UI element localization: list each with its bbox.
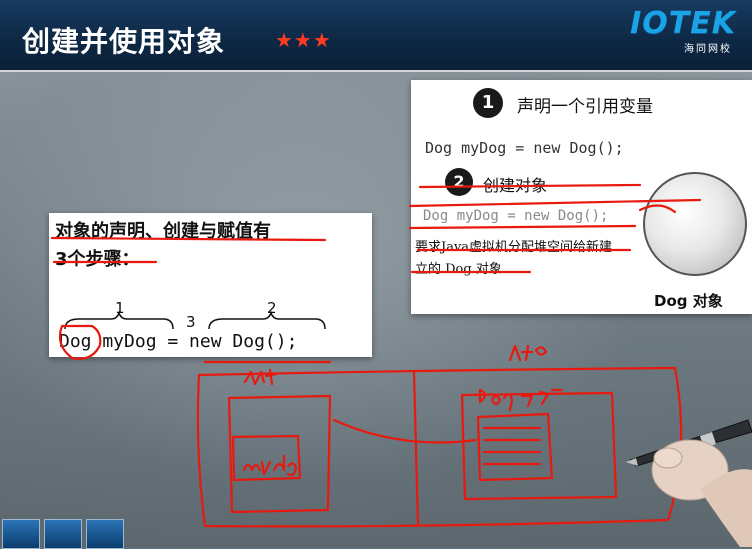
step1-text: 声明一个引用变量 <box>517 97 653 117</box>
steps-heading-line1: 对象的声明、创建与赋值有 <box>55 221 271 242</box>
logo-text: IOTEK <box>630 6 736 41</box>
steps-heading-line2: 3个步骤： <box>55 249 140 270</box>
code-declaration: Dog myDog = new Dog(); <box>59 331 298 352</box>
taskbar-thumbnails <box>0 519 130 549</box>
object-creation-card: 1 声明一个引用变量 Dog myDog = new Dog(); 2 创建对象… <box>411 80 752 314</box>
step2-desc-line2: 立的 Dog 对象 <box>415 262 502 277</box>
declaration-steps-card: 对象的声明、创建与赋值有 3个步骤： 1 3 2 Dog myDog = new… <box>49 213 372 357</box>
step2-text: 创建对象 <box>483 176 548 195</box>
thumbnail-1[interactable] <box>2 519 40 549</box>
step2-code: Dog myDog = new Dog(); <box>423 208 609 224</box>
dog-object-label: Dog 对象 <box>654 292 723 310</box>
iotek-logo: IOTEK 海同网校 <box>626 6 736 62</box>
step1-number: 1 <box>473 88 503 118</box>
thumbnail-3[interactable] <box>86 519 124 549</box>
step-label-3: 3 <box>186 313 196 331</box>
logo-subtitle: 海同网校 <box>684 44 732 55</box>
step1-code: Dog myDog = new Dog(); <box>425 139 624 157</box>
thumbnail-2[interactable] <box>44 519 82 549</box>
slide-header: 创建并使用对象 ★★★ IOTEK 海同网校 <box>0 0 752 72</box>
step-braces <box>64 310 326 330</box>
dog-object-illustration <box>643 172 747 276</box>
step2-number: 2 <box>445 168 473 196</box>
slide-title: 创建并使用对象 <box>22 25 226 58</box>
step-label-1: 1 <box>115 299 125 317</box>
step2-desc-line1: 要求Java虚拟机分配堆空间给新建 <box>415 240 613 255</box>
step-label-2: 2 <box>267 299 277 317</box>
difficulty-stars: ★★★ <box>275 28 332 52</box>
